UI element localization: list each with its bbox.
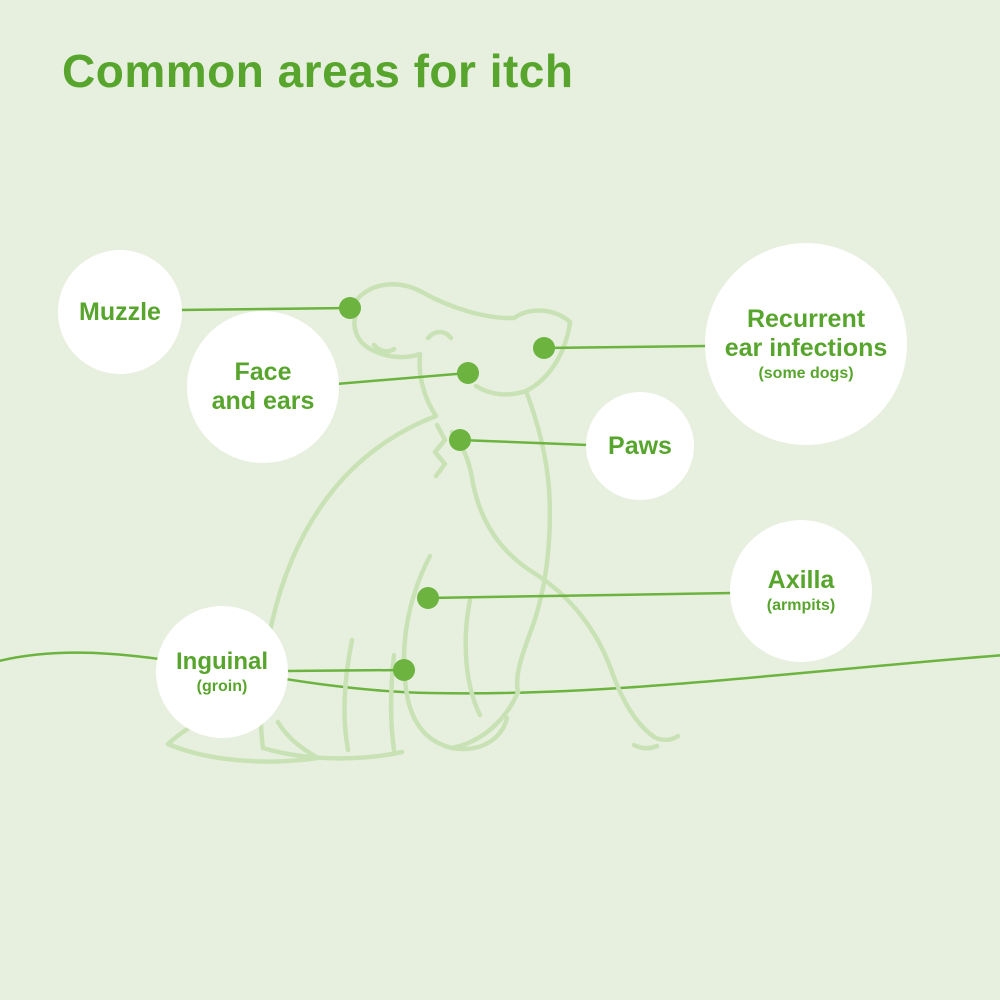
label-bubble-inguinal: Inguinal (groin) (156, 606, 288, 738)
axilla-dot (417, 587, 439, 609)
face-ears-dot (457, 362, 479, 384)
recurrent-dot (533, 337, 555, 359)
recurrent-label-note: (some dogs) (758, 364, 854, 382)
label-bubble-recurrent-ear-infections: Recurrent ear infections (some dogs) (705, 243, 907, 445)
face-ears-connector-line (335, 371, 469, 386)
dog-smile-line (371, 342, 397, 354)
dog-front-leg-line-2 (388, 652, 397, 753)
paws-dot (449, 429, 471, 451)
paws-connector-line (459, 438, 589, 447)
dog-rear-line (449, 689, 521, 751)
face-ears-label-line1: Face (234, 358, 292, 387)
dog-chest-fur-line (432, 422, 448, 479)
label-bubble-muzzle: Muzzle (58, 250, 182, 374)
muzzle-connector-line (177, 306, 351, 312)
dog-outline (165, 282, 681, 764)
face-ears-label-line2: and ears (211, 387, 315, 415)
dog-head-back-line (352, 282, 573, 695)
inguinal-connector-line (285, 668, 405, 673)
label-bubble-face-ears: Face and ears (187, 311, 339, 463)
muzzle-label: Muzzle (79, 297, 161, 326)
connector-lines (177, 306, 733, 673)
dog-front-leg-line-1 (342, 637, 355, 753)
page-title: Common areas for itch (62, 45, 574, 97)
inguinal-label-note: (groin) (196, 677, 248, 695)
dog-eye-line (425, 329, 454, 341)
marker-dots (339, 297, 555, 681)
axilla-connector-line (427, 591, 733, 600)
axilla-label-note: (armpits) (766, 597, 836, 615)
recurrent-connector-line (543, 344, 708, 350)
recurrent-label-line1: Recurrent (746, 305, 866, 334)
dog-hind-paw-toes-line (651, 733, 681, 743)
dog-ear-inner-line (473, 383, 529, 397)
inguinal-label: Inguinal (176, 648, 268, 675)
muzzle-dot (339, 297, 361, 319)
inguinal-dot (393, 659, 415, 681)
recurrent-label-line2: ear infections (724, 333, 888, 362)
dog-hind-paw-toe-mark (631, 742, 660, 751)
axilla-label: Axilla (767, 566, 835, 595)
paws-label: Paws (608, 431, 672, 460)
label-bubble-axilla: Axilla (armpits) (730, 520, 872, 662)
dog-thigh-line (401, 553, 510, 752)
dog-thigh-inner-line (463, 597, 483, 718)
decorative-wave-line (0, 651, 1000, 695)
label-bubble-paws: Paws (586, 392, 694, 500)
dog-hind-leg-line (449, 429, 657, 740)
dog-front-paws-line (260, 745, 405, 761)
